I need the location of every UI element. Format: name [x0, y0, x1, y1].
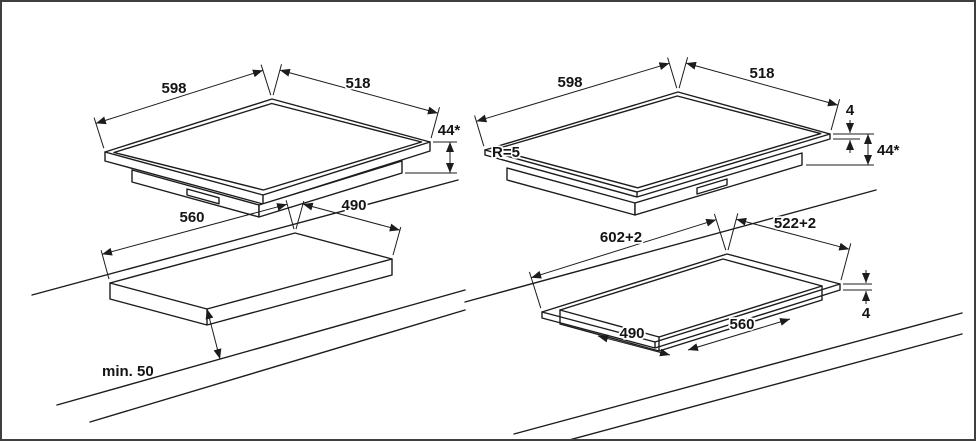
flush-mount-hob-view: 598 518 4 44* R=5: [474, 57, 901, 216]
dimension-line-width: [95, 69, 264, 125]
dim-label-glass-thickness: 4: [846, 102, 855, 119]
dim-label-height: 44*: [438, 122, 461, 139]
worktop-front-bottom-edge: [570, 333, 963, 439]
dim-label-depth: 518: [749, 65, 774, 82]
dimension-line-rebate-depth: [736, 217, 850, 251]
dimension-line-inner-width: [687, 318, 791, 351]
dim-label-front-clearance: min. 50: [102, 363, 154, 380]
hob-slab-edges: [104, 141, 431, 205]
extension-lines-cutout-depth: [295, 200, 402, 256]
dim-label-width: 598: [557, 74, 582, 91]
rating-plate: [696, 178, 728, 195]
dimension-line-cutout-width: [101, 203, 288, 256]
dimension-line-front-clearance: [205, 308, 222, 360]
worktop-front-bottom-edge: [89, 309, 466, 423]
worktop-front-edge: [513, 312, 963, 435]
dim-label-height: 44*: [877, 142, 900, 159]
dimension-line-cutout-depth: [302, 202, 400, 232]
dim-label-depth: 518: [345, 75, 370, 92]
hob-glass-thickness-edges: [484, 133, 831, 198]
corner-radius-label: R=5: [492, 144, 520, 161]
dim-label-cutout-width: 560: [179, 209, 204, 226]
dimension-line-rebate-width: [531, 218, 717, 279]
dim-label-rebate-depth: 522+2: [774, 215, 816, 232]
dim-label-width: 598: [161, 80, 186, 97]
dim-label-rebate-width: 602+2: [600, 229, 642, 246]
dimension-line-depth: [279, 68, 439, 115]
flush-mount-cutout-view: 602+2 522+2 4 490 560: [464, 189, 963, 439]
dim-label-inner-depth: 490: [619, 325, 644, 342]
cutout-opening: [109, 232, 393, 310]
dimension-line-inner-depth: [597, 334, 671, 357]
dim-label-rebate-step: 4: [862, 305, 871, 322]
dimension-line-width: [476, 62, 670, 123]
dimension-line-depth: [685, 61, 839, 107]
dim-label-cutout-depth: 490: [341, 197, 366, 214]
worktop-front-edge: [56, 289, 466, 406]
surface-mount-cutout-view: 560 490 min. 50: [31, 179, 466, 423]
extension-lines-rebate-step: [843, 283, 872, 291]
dim-label-inner-width: 560: [729, 316, 754, 333]
